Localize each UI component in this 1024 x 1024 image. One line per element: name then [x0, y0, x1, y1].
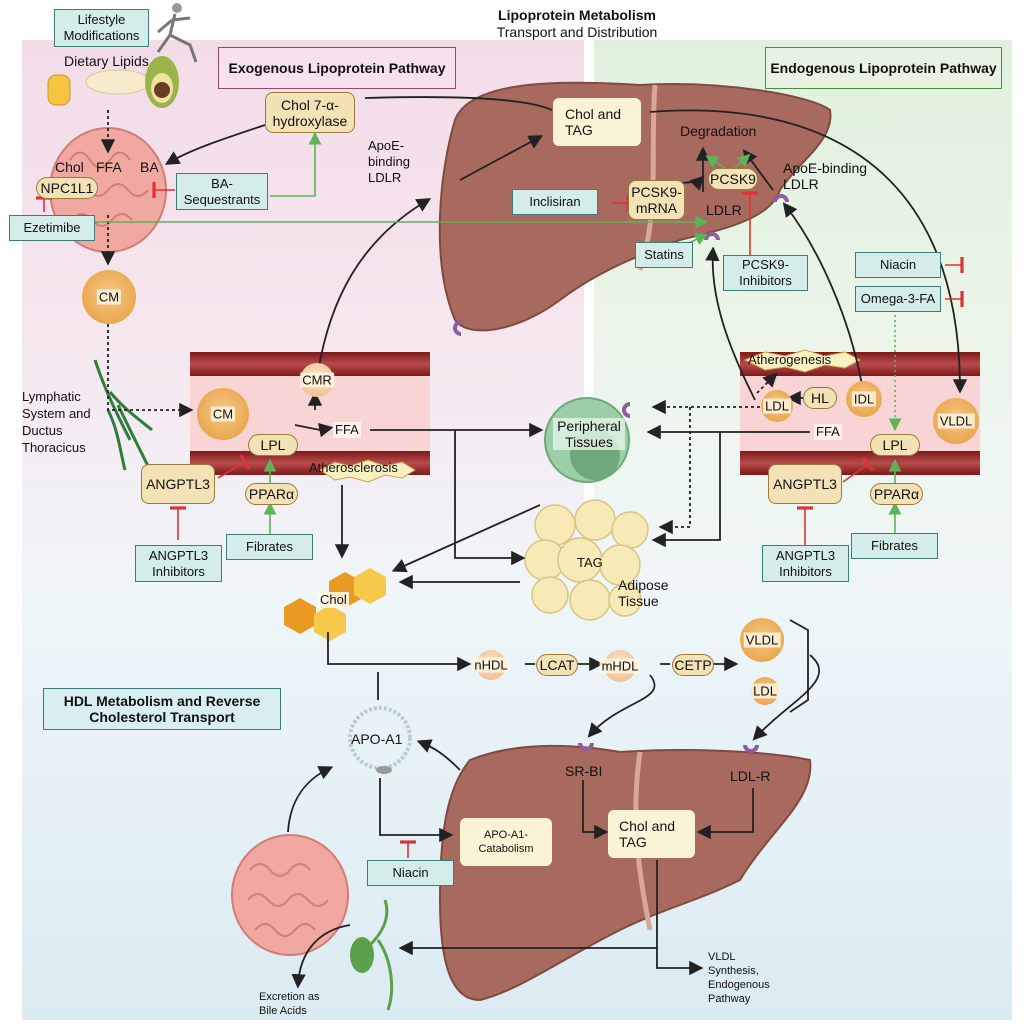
mhdl-label: mHDL: [599, 658, 641, 674]
ldl-particle-vessel: LDL: [761, 390, 793, 422]
chylomicron-particle-top: CM: [82, 270, 136, 324]
cmr-label: CMR: [300, 372, 334, 388]
inhibiting-lines: [36, 182, 964, 858]
chol-7a-hydroxylase-box: Chol 7-α-hydroxylase: [265, 92, 355, 133]
idl-particle: IDL: [846, 381, 882, 417]
ba-sequestrants-box: BA-Sequestrants: [176, 173, 268, 210]
gallbladder-illustration: [350, 899, 394, 1011]
vldl-synthesis-label: VLDL Synthesis, Endogenous Pathway: [708, 951, 770, 1005]
mhdl-particle: mHDL: [599, 650, 641, 682]
chol-tag-box-top: Chol and TAG: [553, 98, 641, 146]
fibrates-box-left: Fibrates: [226, 534, 313, 560]
hl-box: HL: [803, 387, 837, 409]
ldl-label-vessel: LDL: [763, 398, 791, 414]
lcat-box: LCAT: [536, 654, 578, 676]
vldl-particle-vessel: VLDL: [933, 398, 979, 444]
intestine-bottom-illustration: [231, 834, 349, 956]
vldl-particle-hdl: VLDL: [740, 618, 784, 662]
lpl-box-left: LPL: [248, 434, 298, 456]
excretion-bile-acids-label: Excretion as Bile Acids: [259, 991, 320, 1017]
title-main: Lipoprotein Metabolism: [498, 7, 656, 23]
niacin-box-top: Niacin: [855, 252, 941, 278]
pcsk9-inhibitors-box: PCSK9-Inhibitors: [723, 255, 808, 291]
pparA-box-left: PPARα: [245, 483, 298, 505]
ldl-label-hdl: LDL: [751, 683, 779, 699]
nhdl-particle: nHDL: [472, 650, 510, 680]
atherosclerosis-label: Atherosclerosis: [309, 460, 398, 475]
peripheral-tissues-label: Peripheral Tissues: [553, 418, 625, 450]
ldl-r-label: LDL-R: [730, 768, 771, 784]
pcsk9-mrna-box: PCSK9-mRNA: [628, 180, 685, 220]
pparA-box-right: PPARα: [870, 483, 923, 505]
atherosclerosis-burst: [319, 459, 416, 483]
ldlr-label: LDLR: [706, 202, 742, 218]
cm-label-vessel: CM: [210, 406, 236, 422]
fibrates-box-right: Fibrates: [851, 533, 938, 559]
cmr-particle: CMR: [300, 363, 334, 397]
chol-label: Chol: [55, 159, 84, 175]
ffa-vessel-right-label: FFA: [814, 424, 842, 440]
atherogenesis-label: Atherogenesis: [748, 352, 832, 367]
runner-illustration: [156, 3, 198, 63]
pcsk9-box: PCSK9: [708, 168, 758, 190]
apo-a1-catabolism-box: APO-A1-Catabolism: [460, 818, 552, 866]
tag-label: TAG: [577, 555, 603, 570]
dietary-food-illustrations: [47, 56, 179, 108]
chylomicron-particle-vessel: CM: [197, 388, 249, 440]
dietary-lipids-label: Dietary Lipids: [64, 53, 149, 69]
liver-bottom-illustration: [438, 744, 812, 1002]
niacin-box-bottom: Niacin: [367, 860, 454, 886]
inclisiran-box: Inclisiran: [512, 189, 598, 215]
degradation-label: Degradation: [680, 123, 757, 139]
ba-label: BA: [140, 159, 159, 175]
sr-bi-label: SR-BI: [565, 763, 603, 779]
apo-a1-label: APO-A1: [351, 731, 403, 747]
apo-a1-illustration: [348, 706, 412, 774]
lifestyle-modifications-box: Lifestyle Modifications: [54, 9, 149, 47]
apoe-binding-ldlr-right-label: ApoE-binding LDLR: [783, 160, 868, 192]
adipose-tissue-illustration: [524, 499, 649, 621]
chol-tag-box-bottom: Chol and TAG: [608, 810, 695, 858]
angptl3-inhibitors-box-right: ANGPTL3 Inhibitors: [762, 545, 849, 582]
exogenous-pathway-header: Exogenous Lipoprotein Pathway: [218, 47, 456, 89]
omega3-box: Omega-3-FA: [855, 286, 941, 312]
nhdl-label: nHDL: [472, 657, 510, 673]
idl-label: IDL: [851, 391, 877, 407]
ldl-particle-hdl: LDL: [751, 677, 779, 705]
chol-center-label: Chol: [318, 592, 349, 608]
apoe-binding-ldlr-left-label: ApoE-binding LDLR: [368, 138, 410, 185]
npc1l1-box: NPC1L1: [36, 177, 98, 199]
diagram-title: Lipoprotein Metabolism Transport and Dis…: [420, 7, 734, 41]
ffa-vessel-left-label: FFA: [333, 422, 361, 438]
statins-box: Statins: [635, 242, 693, 268]
vldl-label-hdl: VLDL: [743, 632, 781, 648]
endogenous-pathway-header: Endogenous Lipoprotein Pathway: [765, 47, 1002, 89]
angptl3-box-right: ANGPTL3: [768, 464, 842, 504]
hdl-metabolism-header: HDL Metabolism and Reverse Cholesterol T…: [43, 688, 281, 730]
pathway-arrows: [100, 96, 968, 989]
lpl-box-right: LPL: [870, 434, 920, 456]
cm-label-top: CM: [96, 289, 122, 305]
cetp-box: CETP: [672, 654, 714, 676]
atherogenesis-burst: [743, 349, 862, 373]
ezetimibe-box: Ezetimibe: [9, 215, 95, 241]
vldl-label-vessel: VLDL: [937, 413, 975, 429]
adipose-tissue-label: Adipose Tissue: [618, 577, 669, 609]
angptl3-inhibitors-box-left: ANGPTL3 Inhibitors: [135, 545, 222, 582]
title-sub: Transport and Distribution: [496, 24, 658, 40]
ffa-label: FFA: [96, 159, 122, 175]
angptl3-box-left: ANGPTL3: [141, 464, 215, 504]
lymphatic-system-label: Lymphatic System and Ductus Thoracicus: [22, 389, 91, 455]
